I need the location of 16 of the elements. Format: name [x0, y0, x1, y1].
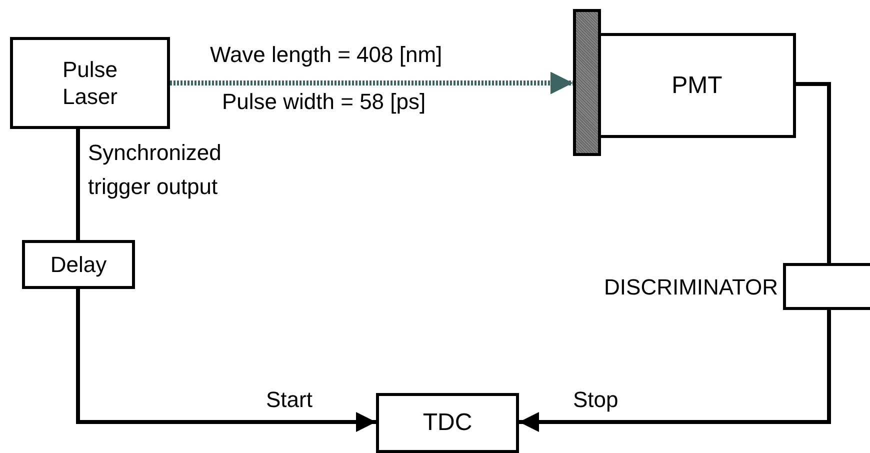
device-box: Pulse Laser: [10, 37, 170, 129]
signal-line: [794, 82, 831, 263]
signal-arrow: [76, 289, 376, 432]
edge-label: Start: [266, 386, 312, 414]
edge-label: Synchronized trigger output: [88, 139, 222, 202]
signal-arrow: [519, 310, 831, 432]
node-label: DISCRIMINATOR: [604, 272, 778, 300]
device-box: Delay: [22, 240, 135, 289]
edge-label: Stop: [573, 386, 618, 414]
device-box: PMT: [598, 33, 796, 138]
device-box: TDC: [376, 393, 519, 453]
signal-line: [76, 129, 80, 240]
beam-label: Wave length = 408 [nm]: [210, 41, 442, 69]
light-beam-arrow: [170, 72, 573, 94]
photocathode-window: [573, 9, 601, 156]
beam-label: Pulse width = 58 [ps]: [222, 88, 426, 116]
